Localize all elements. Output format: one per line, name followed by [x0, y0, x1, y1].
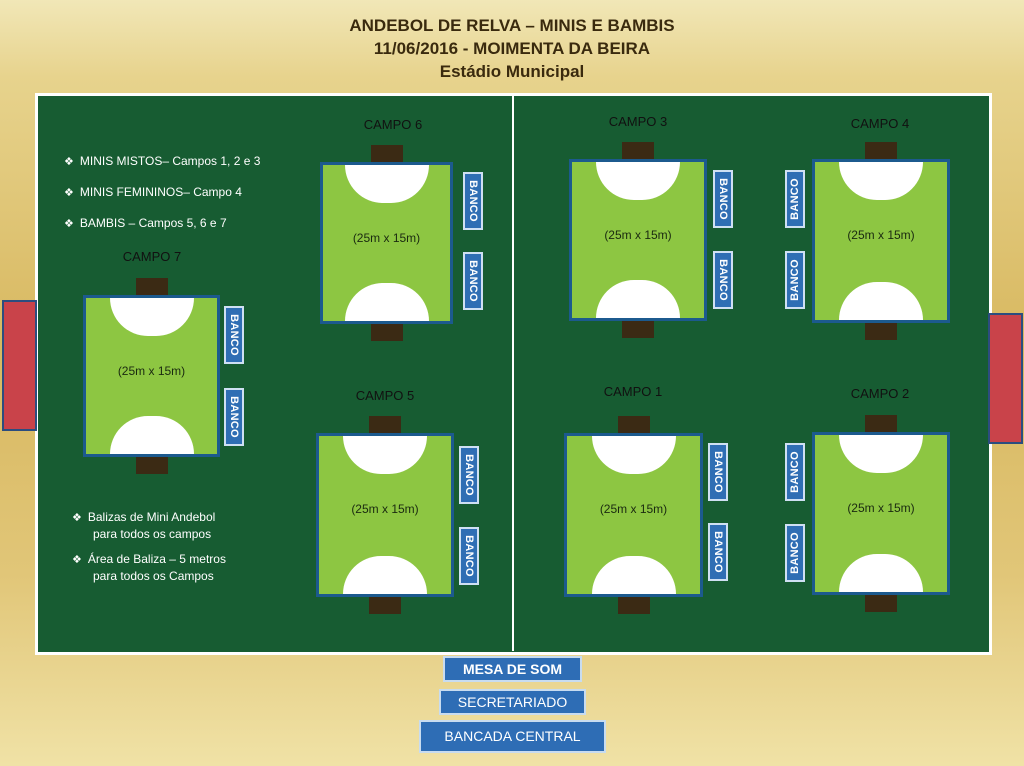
legend-item: ❖MINIS FEMININOS– Campo 4 — [64, 185, 242, 199]
goal — [865, 415, 897, 432]
legend-item: ❖MINIS MISTOS– Campos 1, 2 e 3 — [64, 154, 261, 168]
goal-area — [591, 436, 676, 474]
mesa-de-som-box: MESA DE SOM — [443, 656, 582, 682]
bench: BANCO — [463, 252, 483, 310]
court-campo-4: (25m x 15m) — [812, 142, 950, 340]
title-line3: Estádio Municipal — [439, 62, 585, 81]
court-campo-1: (25m x 15m) — [564, 416, 703, 614]
bancada-central-box: BANCADA CENTRAL — [419, 720, 606, 753]
legend-item: ❖BAMBIS – Campos 5, 6 e 7 — [64, 216, 227, 230]
note-item: ❖Área de Baliza – 5 metros para todos os… — [72, 552, 226, 583]
goal-area — [839, 554, 923, 592]
note-item: ❖Balizas de Mini Andebol para todos os c… — [72, 510, 216, 541]
court-label-campo-3: CAMPO 3 — [608, 114, 668, 129]
secretariado-box: SECRETARIADO — [439, 689, 586, 715]
goal — [369, 597, 401, 614]
bench: BANCO — [713, 170, 733, 228]
legend: ❖MINIS MISTOS– Campos 1, 2 e 3 ❖MINIS FE… — [64, 154, 260, 247]
court-campo-6: (25m x 15m) — [320, 145, 453, 341]
bench: BANCO — [224, 388, 244, 446]
bench: BANCO — [459, 446, 479, 504]
goal-area — [344, 165, 429, 203]
court-dimensions: (25m x 15m) — [599, 502, 668, 516]
bench: BANCO — [713, 251, 733, 309]
bench: BANCO — [785, 443, 805, 501]
goal-area — [591, 556, 676, 594]
diamond-bullet-icon: ❖ — [72, 512, 82, 524]
title-line1: ANDEBOL DE RELVA – MINIS E BAMBIS — [349, 16, 675, 35]
goal-area — [596, 280, 680, 318]
bench: BANCO — [708, 443, 728, 501]
goal-area — [839, 162, 923, 200]
left-main-goal — [2, 300, 37, 431]
bench: BANCO — [463, 172, 483, 230]
goal — [622, 142, 654, 159]
goal — [369, 416, 401, 433]
diamond-bullet-icon: ❖ — [64, 218, 74, 230]
goal — [622, 321, 654, 338]
goal-area — [109, 416, 194, 454]
court-campo-7: (25m x 15m) — [83, 278, 220, 474]
court-label-campo-1: CAMPO 1 — [603, 384, 663, 399]
goal-area — [344, 283, 429, 321]
court-dimensions: (25m x 15m) — [351, 502, 419, 516]
bench: BANCO — [785, 251, 805, 309]
diamond-bullet-icon: ❖ — [72, 554, 82, 566]
court-label-campo-2: CAMPO 2 — [850, 386, 910, 401]
page-header: ANDEBOL DE RELVA – MINIS E BAMBIS 11/06/… — [0, 14, 1024, 83]
bench: BANCO — [785, 170, 805, 228]
center-line — [512, 95, 514, 651]
goal-area — [343, 436, 427, 474]
court-dimensions: (25m x 15m) — [847, 228, 915, 242]
diamond-bullet-icon: ❖ — [64, 156, 74, 168]
goal — [135, 457, 168, 474]
goal — [370, 145, 403, 162]
goal — [135, 278, 168, 295]
goal — [370, 324, 403, 341]
court-dimensions: (25m x 15m) — [352, 231, 421, 245]
court-campo-3: (25m x 15m) — [569, 142, 707, 338]
court-dimensions: (25m x 15m) — [847, 501, 915, 515]
bench: BANCO — [224, 306, 244, 364]
court-label-campo-5: CAMPO 5 — [355, 388, 415, 403]
title-line2: 11/06/2016 - MOIMENTA DA BEIRA — [373, 39, 651, 58]
court-label-campo-6: CAMPO 6 — [363, 117, 423, 132]
diamond-bullet-icon: ❖ — [64, 187, 74, 199]
bench: BANCO — [459, 527, 479, 585]
goal — [617, 416, 650, 433]
goal-area — [839, 282, 923, 320]
goal — [865, 323, 897, 340]
court-campo-2: (25m x 15m) — [812, 415, 950, 612]
right-main-goal — [988, 313, 1023, 444]
goal — [865, 142, 897, 159]
court-label-campo-7: CAMPO 7 — [122, 249, 182, 264]
goal-area — [109, 298, 194, 336]
bench: BANCO — [708, 523, 728, 581]
court-campo-5: (25m x 15m) — [316, 416, 454, 614]
court-dimensions: (25m x 15m) — [604, 228, 672, 242]
goal — [617, 597, 650, 614]
goal-area — [343, 556, 427, 594]
goal-area — [596, 162, 680, 200]
bench: BANCO — [785, 524, 805, 582]
goal — [865, 595, 897, 612]
court-dimensions: (25m x 15m) — [117, 364, 186, 378]
court-label-campo-4: CAMPO 4 — [850, 116, 910, 131]
goal-area — [839, 435, 923, 473]
notes: ❖Balizas de Mini Andebol para todos os c… — [72, 509, 226, 593]
